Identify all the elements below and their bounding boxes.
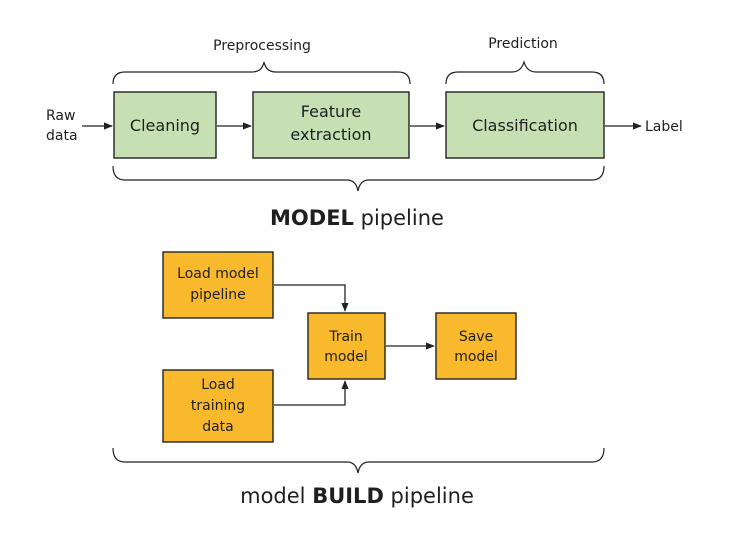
feature-extraction-box: [252, 91, 410, 159]
build-title-bold: BUILD: [312, 484, 384, 508]
preprocessing-label: Preprocessing: [213, 38, 311, 54]
classification-box: [445, 91, 605, 159]
save-label-line2: model: [454, 349, 498, 365]
model-title-bold: MODEL: [270, 206, 354, 230]
build-title-prefix: model: [240, 484, 312, 508]
load-data-label-line2: training: [191, 398, 245, 414]
feature-label-line1: Feature: [301, 102, 361, 121]
prediction-brace: [445, 59, 605, 85]
raw-data-label-line1: Raw: [46, 108, 75, 124]
cleaning-label: Cleaning: [130, 116, 200, 135]
arrow-load-model-to-train: [274, 284, 349, 312]
build-pipeline-title: model BUILD pipeline: [240, 484, 474, 508]
train-label-line2: model: [324, 349, 368, 365]
load-data-label-line1: Load: [201, 377, 235, 393]
load-model-pipeline-box: [162, 251, 274, 319]
save-model-box: [435, 312, 517, 380]
prediction-label: Prediction: [488, 36, 558, 52]
load-model-label-line1: Load model: [177, 266, 259, 282]
build-pipeline-brace: [112, 447, 605, 474]
load-data-label-line3: data: [202, 419, 234, 435]
build-title-rest: pipeline: [384, 484, 474, 508]
save-label-line1: Save: [459, 329, 493, 345]
model-pipeline-brace: [112, 165, 605, 192]
train-model-box: [307, 312, 386, 380]
arrow-load-data-to-train: [274, 380, 349, 406]
model-pipeline-title: MODEL pipeline: [270, 206, 444, 230]
raw-data-label-line2: data: [46, 128, 78, 144]
feature-label-line2: extraction: [290, 125, 371, 144]
load-training-data-box: [162, 369, 274, 443]
classification-label: Classification: [472, 116, 578, 135]
train-label-line1: Train: [328, 329, 363, 345]
load-model-label-line2: pipeline: [190, 287, 246, 303]
output-label: Label: [645, 119, 683, 135]
preprocessing-brace: [112, 61, 411, 85]
model-title-rest: pipeline: [354, 206, 444, 230]
cleaning-box: [113, 91, 217, 159]
